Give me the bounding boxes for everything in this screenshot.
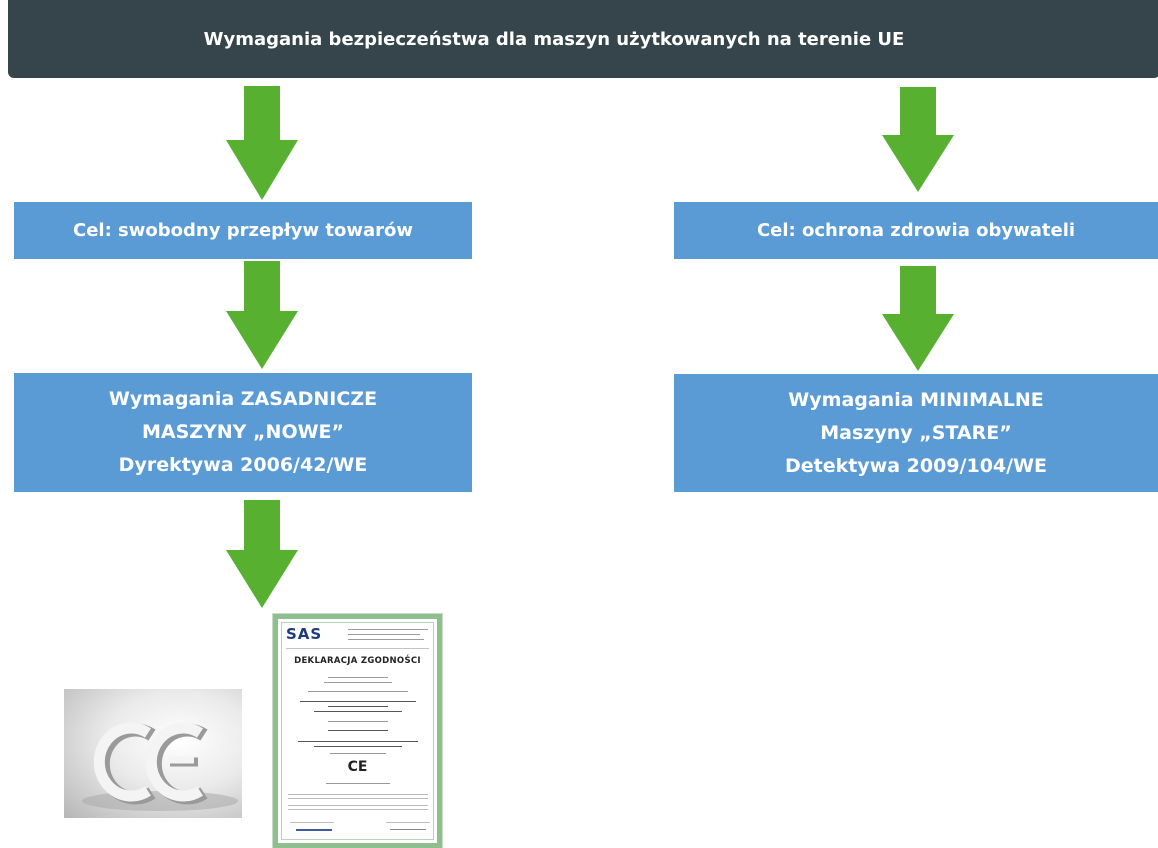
machine-type-line: Maszyny „STARE” (820, 421, 1012, 444)
arrow-down-icon (882, 266, 954, 371)
requirements-line: Wymagania ZASADNICZE (108, 388, 378, 410)
ce-mark-icon: CE (347, 759, 368, 775)
diagram-title-bar: Wymagania bezpieczeństwa dla maszyn użyt… (8, 0, 1158, 78)
text-line (314, 746, 402, 747)
text-line (286, 648, 429, 649)
text-line (298, 741, 418, 742)
requirements-box-essential: Wymagania ZASADNICZE MASZYNY „NOWE” Dyre… (14, 373, 472, 492)
text-line (328, 677, 388, 678)
machine-type-line: MASZYNY „NOWE” (141, 421, 345, 443)
text-line (288, 798, 428, 799)
text-line (348, 629, 428, 630)
ce-logo-icon (82, 722, 238, 811)
arrow-down-icon (226, 261, 298, 369)
text-line (348, 634, 420, 635)
declaration-of-conformity-document: SAS DEKLARACJA ZGODNOŚCI CE (272, 613, 443, 848)
text-line (348, 639, 424, 640)
text-line (290, 822, 334, 823)
goal-box-health-protection: Cel: ochrona zdrowia obywateli (674, 202, 1158, 259)
arrow-down-icon (882, 87, 954, 192)
text-line (288, 805, 428, 806)
text-line (328, 721, 388, 722)
text-line (300, 701, 416, 702)
ce-mark-image (64, 689, 242, 818)
text-line (328, 706, 388, 707)
requirements-line: Wymagania MINIMALNE (788, 388, 1044, 411)
text-line (330, 753, 386, 754)
requirements-box-minimal: Wymagania MINIMALNE Maszyny „STARE” Dete… (674, 374, 1158, 492)
directive-line: Detektywa 2009/104/WE (784, 454, 1048, 477)
text-line (386, 822, 430, 823)
text-line (288, 809, 428, 810)
text-line (324, 682, 392, 683)
text-line (308, 691, 408, 692)
document-title: DEKLARACJA ZGODNOŚCI (294, 656, 421, 666)
document-border (281, 622, 434, 840)
text-line (288, 794, 428, 795)
arrow-down-icon (226, 500, 298, 608)
text-line (314, 711, 402, 712)
directive-line: Dyrektywa 2006/42/WE (118, 454, 368, 476)
signature-line (296, 829, 332, 831)
text-line (326, 783, 390, 784)
signature-line (390, 829, 426, 830)
goal-label: Cel: ochrona zdrowia obywateli (756, 220, 1076, 241)
arrow-down-icon (226, 86, 298, 200)
diagram-title: Wymagania bezpieczeństwa dla maszyn użyt… (203, 28, 905, 50)
text-line (328, 730, 388, 731)
goal-label: Cel: swobodny przepływ towarów (73, 220, 413, 241)
goal-box-free-movement: Cel: swobodny przepływ towarów (14, 202, 472, 259)
company-logo: SAS (286, 625, 323, 643)
